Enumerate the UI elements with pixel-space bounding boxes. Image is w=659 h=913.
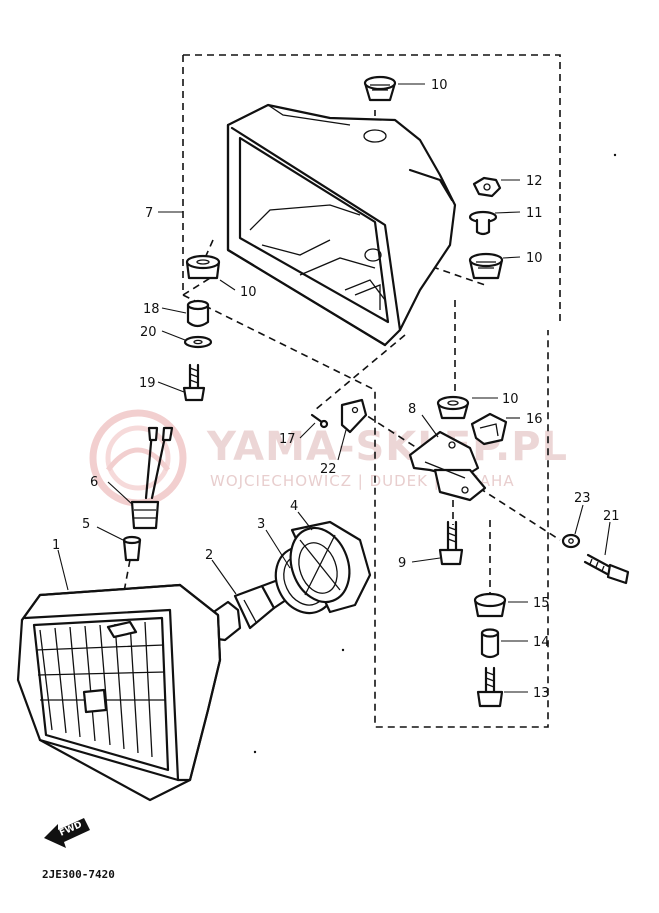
callout-6: 6 xyxy=(90,475,98,490)
bracket-8 xyxy=(408,430,487,502)
collar-11 xyxy=(468,210,498,236)
callout-10-top: 10 xyxy=(431,78,448,93)
callout-10-bracket: 10 xyxy=(502,392,519,407)
grommet-left xyxy=(185,254,221,280)
bulb-5 xyxy=(122,535,142,562)
bolt-13 xyxy=(476,666,504,708)
callout-20: 20 xyxy=(140,325,157,340)
bolt-19 xyxy=(182,363,206,402)
callout-10-right: 10 xyxy=(526,251,543,266)
socket-6 xyxy=(130,426,174,530)
grommet-15 xyxy=(473,592,507,618)
callout-15: 15 xyxy=(533,596,550,611)
nut-16 xyxy=(470,412,508,446)
callout-10-left: 10 xyxy=(240,285,257,300)
watermark-title: YAMA-SKLEP.PL xyxy=(206,424,568,470)
diagram-code: 2JE300-7420 xyxy=(42,868,115,881)
callout-12: 12 xyxy=(526,174,543,189)
callout-2: 2 xyxy=(205,548,213,563)
callout-11: 11 xyxy=(526,206,543,221)
screw-17 xyxy=(310,413,329,429)
callout-7: 7 xyxy=(145,206,153,221)
collar-14 xyxy=(480,628,500,659)
nut-12 xyxy=(472,176,502,198)
callout-18: 18 xyxy=(143,302,160,317)
callout-8: 8 xyxy=(408,402,416,417)
grommet-right xyxy=(468,252,504,280)
washer-20 xyxy=(183,335,213,349)
callout-17: 17 xyxy=(279,432,296,447)
bolt-9 xyxy=(438,520,464,566)
callout-9: 9 xyxy=(398,556,406,571)
callout-23: 23 xyxy=(574,491,591,506)
callout-1: 1 xyxy=(52,538,60,553)
callout-16: 16 xyxy=(526,412,543,427)
headlight-unit-1 xyxy=(16,583,222,802)
collar-18 xyxy=(186,299,210,328)
washer-23 xyxy=(561,533,581,549)
watermark: YAMA-SKLEP.PL WOJCIECHOWICZ | DUDEK | YA… xyxy=(89,409,568,507)
grommet-bracket xyxy=(436,395,470,420)
clip-22 xyxy=(340,398,368,434)
callout-21: 21 xyxy=(603,509,620,524)
callout-3: 3 xyxy=(257,517,265,532)
callout-19: 19 xyxy=(139,376,156,391)
callout-22: 22 xyxy=(320,462,337,477)
callout-14: 14 xyxy=(533,635,550,650)
callout-13: 13 xyxy=(533,686,550,701)
forward-arrow-icon: FWD xyxy=(44,818,90,848)
ring-logo-watermark xyxy=(89,409,187,507)
callout-4: 4 xyxy=(290,499,298,514)
leader-lines xyxy=(57,83,611,693)
callout-5: 5 xyxy=(82,517,90,532)
callouts: 10 12 11 10 7 10 18 20 19 10 8 16 17 22 … xyxy=(52,78,620,701)
headlight-housing xyxy=(226,103,457,347)
bulb-cover-4 xyxy=(289,520,372,614)
grommet-top xyxy=(363,75,397,102)
bolt-21 xyxy=(583,553,630,585)
